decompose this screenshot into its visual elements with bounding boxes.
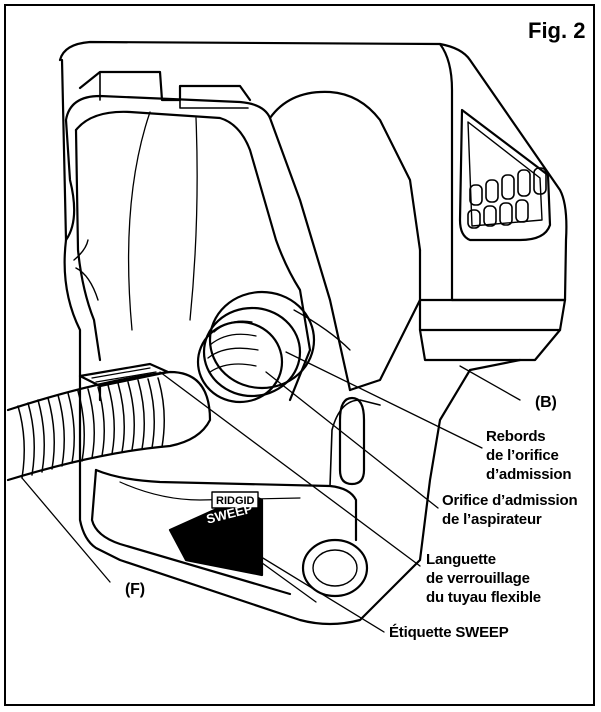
- sticker-brand: RIDGID: [216, 495, 255, 507]
- drum-face: [73, 110, 312, 402]
- label-line: de l’aspirateur: [442, 511, 542, 528]
- carry-handle: [78, 70, 252, 109]
- flexible-hose: [6, 370, 212, 482]
- label-line: d’admission: [486, 466, 572, 483]
- intake-port: [196, 290, 351, 404]
- motor-head: [58, 40, 568, 362]
- label-line: Rebords: [486, 428, 546, 445]
- label-b: (B): [535, 394, 557, 411]
- bottom-outlet: [301, 538, 369, 598]
- side-slot: [338, 396, 366, 486]
- front-shell: [60, 58, 522, 626]
- label-line: Languette: [426, 551, 496, 568]
- figure-title: Fig. 2: [528, 18, 586, 43]
- label-hose-lock-tab: Languette de verrouillage du tuyau flexi…: [426, 550, 541, 607]
- label-intake-port: Orifice d’admission de l’aspirateur: [442, 491, 578, 529]
- hose-lock-tab: [78, 362, 170, 402]
- vent-slots: [467, 167, 547, 229]
- label-f: (F): [125, 581, 145, 598]
- label-line: de verrouillage: [426, 570, 530, 587]
- leader-lines: [21, 351, 521, 633]
- label-line: Orifice d’admission: [442, 492, 578, 509]
- label-intake-flanges: Rebords de l’orifice d’admission: [486, 427, 572, 484]
- label-line: du tuyau flexible: [426, 589, 541, 606]
- sweep-sticker: [168, 491, 264, 577]
- label-sweep-sticker: Étiquette SWEEP: [389, 624, 509, 641]
- lower-tray: [90, 399, 381, 596]
- label-line: de l’orifice: [486, 447, 559, 464]
